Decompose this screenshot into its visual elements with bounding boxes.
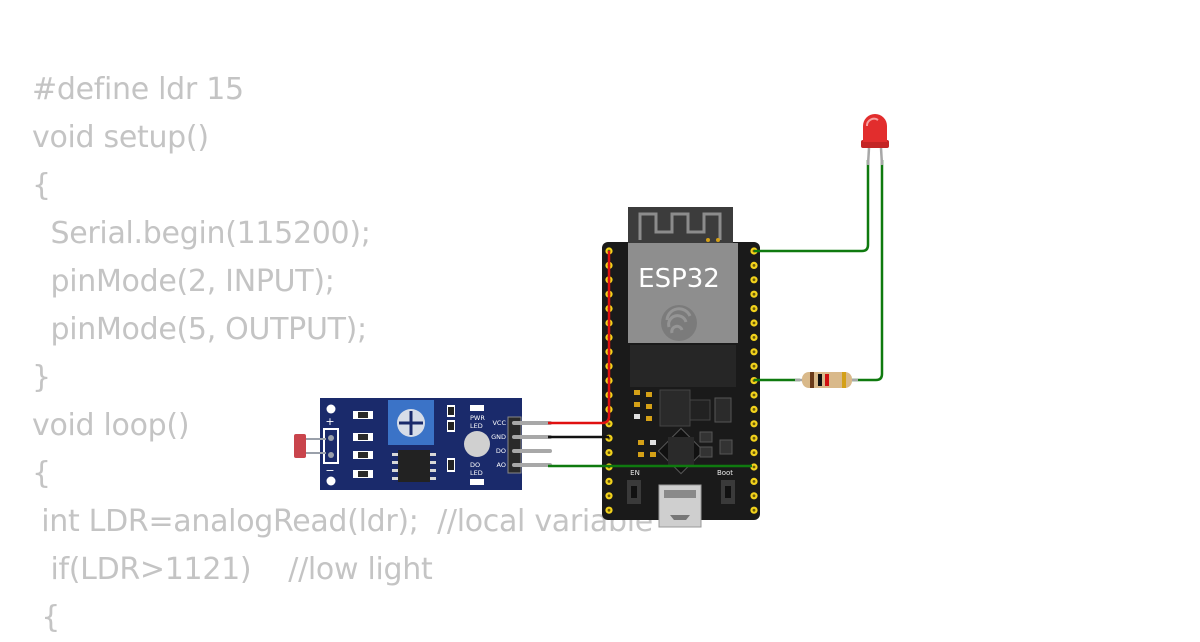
code-line: Serial.begin(115200); xyxy=(32,216,371,251)
do-led-label: DO xyxy=(470,461,480,469)
code-line: #define ldr 15 xyxy=(32,72,244,107)
code-line: } xyxy=(32,360,51,395)
plus-label: + xyxy=(325,415,334,428)
esp32-board[interactable]: ESP32 EN Boot xyxy=(602,207,760,528)
resistor[interactable] xyxy=(795,372,858,388)
boot-label: Boot xyxy=(717,469,733,477)
photoresistor xyxy=(294,434,306,458)
red-led[interactable] xyxy=(861,114,889,166)
code-overlay: #define ldr 15 void setup() { Serial.beg… xyxy=(32,66,653,642)
code-line: int LDR=analogRead(ldr); //local variabl… xyxy=(32,504,653,539)
code-line: { xyxy=(32,168,51,203)
pwr-led-label: PWR xyxy=(470,414,485,422)
do-label: DO xyxy=(496,447,506,455)
svg-text:LED: LED xyxy=(470,469,483,477)
esp32-title: ESP32 xyxy=(638,264,720,294)
code-line: pinMode(5, OUTPUT); xyxy=(32,312,367,347)
en-label: EN xyxy=(630,469,640,477)
code-line: if(LDR>1121) //low light xyxy=(32,552,433,587)
antenna-trace xyxy=(638,212,722,240)
code-line: void setup() xyxy=(32,120,209,155)
wire-led-cathode[interactable] xyxy=(754,160,870,253)
code-line: { xyxy=(32,456,51,491)
ldr-module[interactable]: + − xyxy=(294,398,552,490)
espressif-logo-icon xyxy=(661,305,697,341)
code-line: void loop() xyxy=(32,408,190,443)
ldr-pin-header xyxy=(507,416,522,474)
svg-text:LED: LED xyxy=(470,422,483,430)
esp32-right-pin-header xyxy=(750,247,758,514)
wires xyxy=(548,160,884,468)
minus-label: − xyxy=(325,464,334,477)
wire-resistor-out[interactable] xyxy=(852,160,884,382)
ao-label: AO xyxy=(497,461,506,469)
sensor-dome xyxy=(464,431,490,457)
code-line: { xyxy=(32,600,61,635)
wire-vcc[interactable] xyxy=(548,251,611,425)
vcc-label: VCC xyxy=(492,419,506,427)
pwr-led xyxy=(470,405,484,411)
code-line: pinMode(2, INPUT); xyxy=(32,264,335,299)
comparator-chip xyxy=(398,450,430,482)
do-led xyxy=(470,479,484,485)
gnd-label: GND xyxy=(491,433,506,441)
